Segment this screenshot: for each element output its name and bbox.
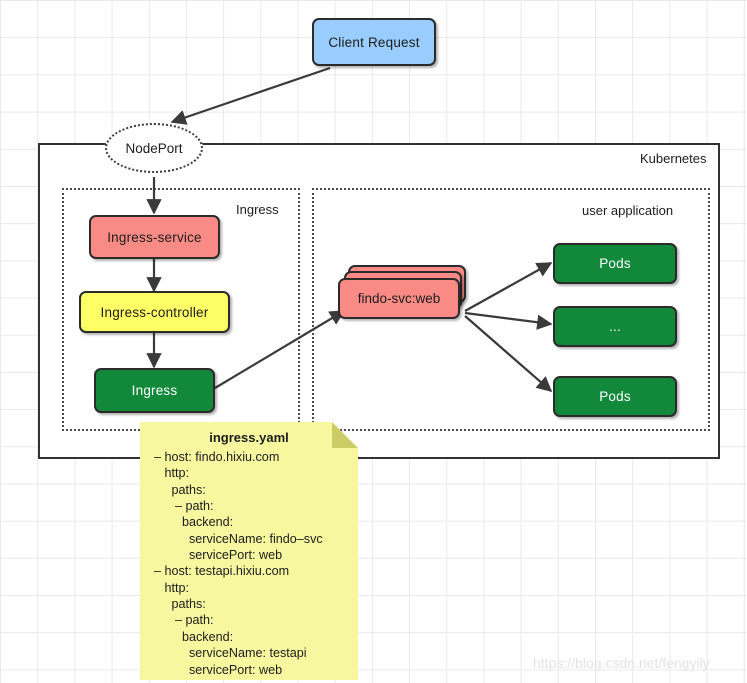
ingress-yaml-note[interactable]: ingress.yaml – host: findo.hixiu.com htt…	[140, 422, 358, 680]
service-stack-layer-front[interactable]: findo-svc:web	[338, 278, 460, 319]
user-application-zone-label: user application	[582, 203, 674, 218]
pod-bottom-node[interactable]: Pods	[553, 376, 677, 417]
edge-client-to-nodeport	[170, 66, 331, 125]
kubernetes-label: Kubernetes	[640, 151, 707, 166]
pod-middle-node[interactable]: ...	[553, 306, 677, 347]
note-line: servicePort: web	[154, 548, 283, 563]
pod-top-node[interactable]: Pods	[553, 243, 677, 284]
note-title: ingress.yaml	[209, 430, 289, 445]
service-stack-node[interactable]: findo-svc:web	[338, 265, 468, 319]
ingress-node[interactable]: Ingress	[94, 368, 215, 413]
watermark: https://blog.csdn.net/fengyily	[533, 655, 710, 671]
note-line: – path:	[154, 613, 214, 628]
note-line: backend:	[154, 629, 234, 644]
note-line: serviceName: testapi	[154, 646, 307, 661]
pod-top-label: Pods	[599, 256, 631, 271]
note-line: servicePort: web	[154, 662, 283, 677]
client-request-label: Client Request	[328, 34, 420, 50]
ingress-controller-node[interactable]: Ingress-controller	[79, 291, 230, 333]
nodeport-label: NodePort	[125, 140, 183, 156]
note-line: serviceName: findo–svc	[154, 531, 323, 546]
note-line: paths:	[154, 597, 206, 612]
note-line: http:	[154, 466, 190, 481]
pod-middle-label: ...	[609, 319, 621, 334]
note-line: – host: findo.hixiu.com	[154, 449, 280, 464]
note-line: paths:	[154, 482, 206, 497]
edge-service-to-pod-middle	[464, 311, 553, 330]
note-line: http:	[154, 580, 190, 595]
pod-bottom-label: Pods	[599, 389, 631, 404]
user-application-zone	[312, 188, 710, 431]
note-line: – host: testapi.hixiu.com	[154, 564, 290, 579]
ingress-label: Ingress	[131, 383, 178, 398]
service-stack-label: findo-svc:web	[357, 291, 441, 306]
ingress-service-node[interactable]: Ingress-service	[89, 215, 220, 259]
client-request-node[interactable]: Client Request	[312, 18, 436, 66]
edge-service-to-pod-bottom	[464, 315, 553, 393]
nodeport-node[interactable]: NodePort	[105, 123, 203, 173]
note-line: backend:	[154, 515, 234, 530]
edge-service-to-pod-top	[464, 262, 553, 312]
ingress-service-label: Ingress-service	[107, 229, 202, 245]
edge-ingress-to-service-stack	[214, 310, 346, 389]
note-line: – path:	[154, 498, 214, 513]
ingress-controller-label: Ingress-controller	[100, 304, 209, 320]
ingress-zone-label: Ingress	[236, 202, 279, 217]
